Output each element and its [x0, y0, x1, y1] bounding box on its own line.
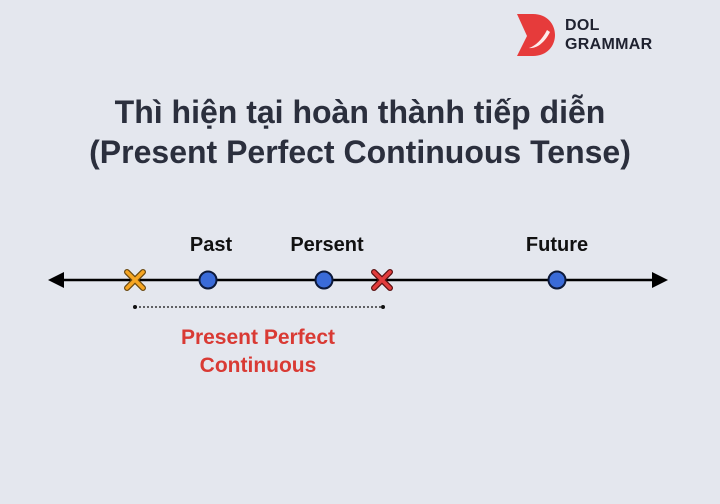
past-label: Past: [190, 234, 233, 256]
end-x-mark-icon: [371, 269, 393, 291]
present-label: Persent: [290, 234, 364, 256]
future-label: Future: [526, 234, 588, 256]
title-line2: (Present Perfect Continuous Tense): [89, 134, 631, 170]
page-title: Thì hiện tại hoàn thành tiếp diễn (Prese…: [0, 92, 720, 172]
brand-line1: DOL: [565, 17, 600, 34]
left-arrowhead-icon: [48, 272, 64, 288]
span-start-dot: [133, 305, 137, 309]
brand-name: DOL GRAMMAR: [565, 16, 652, 54]
span-label: Present Perfect Continuous: [138, 324, 378, 380]
start-x-mark-icon: [124, 269, 146, 291]
span-end-dot: [381, 305, 385, 309]
span-label-line2: Continuous: [199, 354, 317, 377]
title-line1: Thì hiện tại hoàn thành tiếp diễn: [114, 94, 606, 130]
dol-logo-icon: [517, 14, 555, 56]
present-point: [314, 270, 334, 290]
brand-line2: GRAMMAR: [565, 36, 653, 53]
right-arrowhead-icon: [652, 272, 668, 288]
span-label-line1: Present Perfect: [180, 326, 336, 349]
brand-logo: DOL GRAMMAR: [515, 12, 652, 58]
past-point: [198, 270, 218, 290]
future-point: [547, 270, 567, 290]
